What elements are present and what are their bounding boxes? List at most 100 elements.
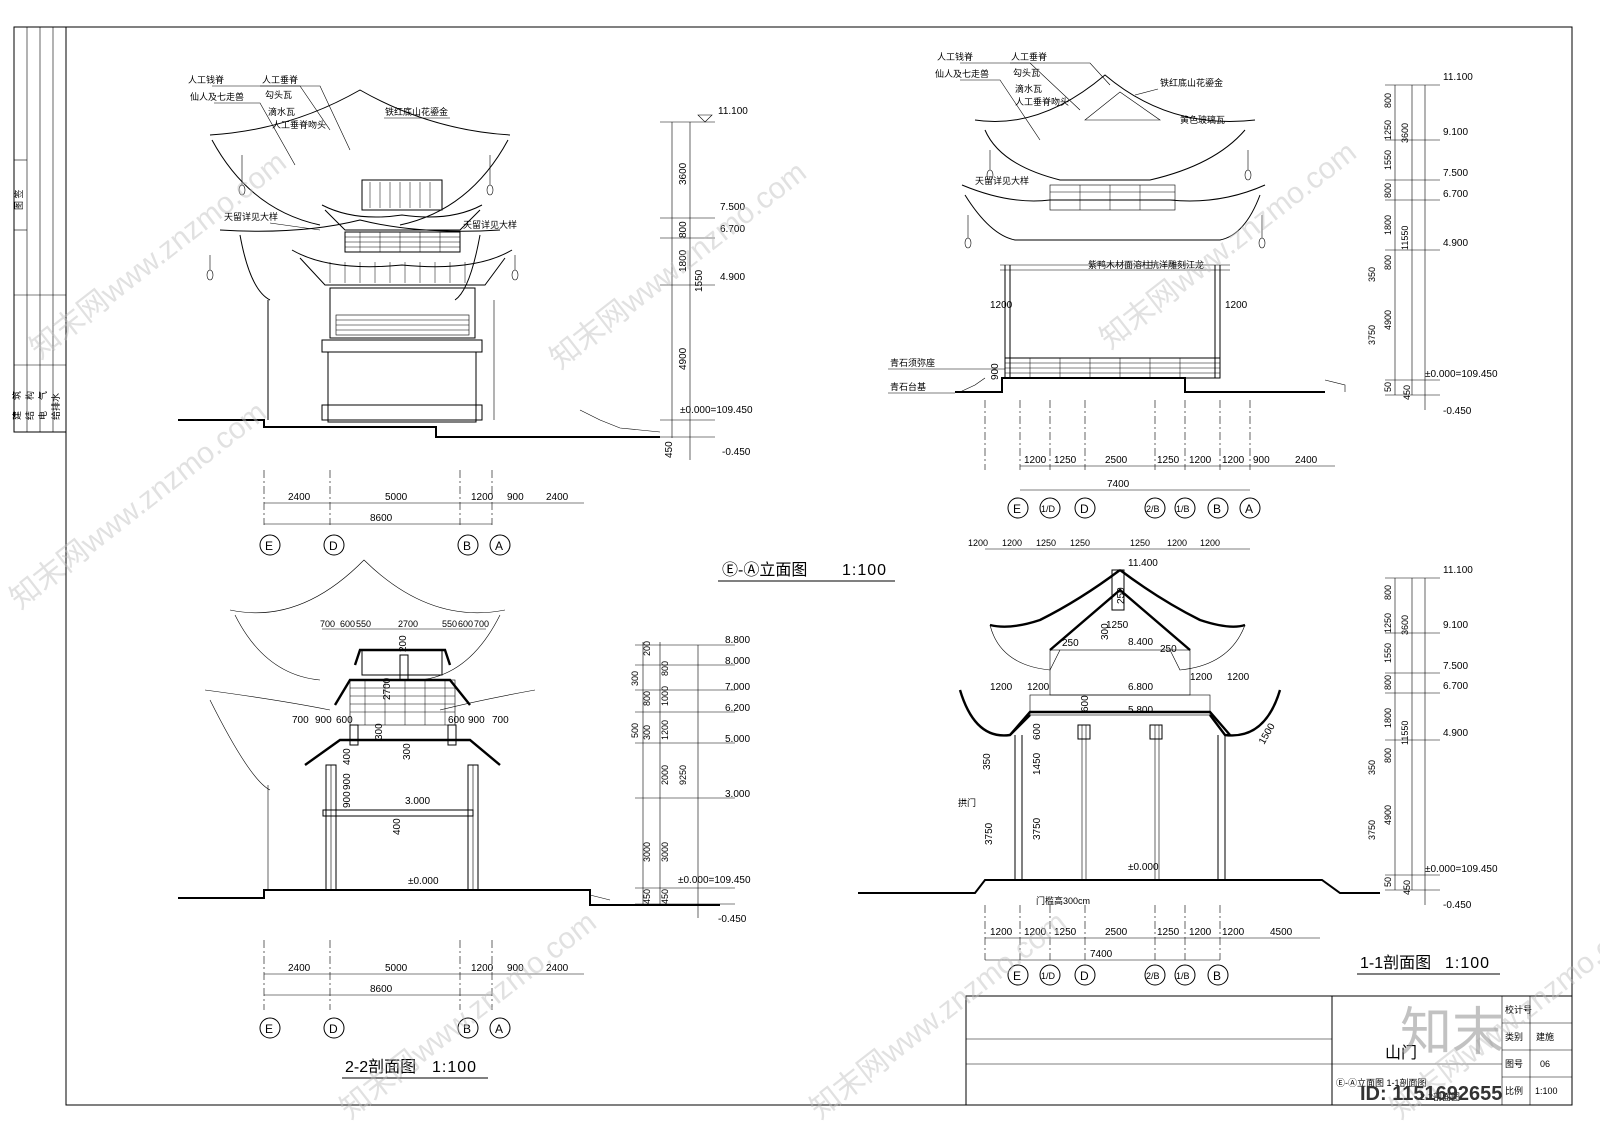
v1-axes: E D B A — [259, 534, 511, 556]
v2-dim-7: 900 — [1253, 455, 1270, 466]
dim-1: 2400 — [288, 492, 311, 503]
v4-inner-labels: 11.400 8.400 6.800 5.800 ±0.000 250 300 … — [958, 558, 1278, 906]
v2-total: 7400 — [1107, 479, 1130, 490]
v2-ann-4: 勾头瓦 — [1013, 67, 1040, 78]
view-title-1: Ⓔ-Ⓐ立面图 — [722, 561, 807, 579]
v3-elev-b: ±0.000 — [408, 876, 439, 887]
v3-elev-3: 7.000 — [725, 682, 750, 693]
watermark-id: ID: 1151692655 — [1360, 1083, 1502, 1105]
v2-ann-9: 天留详见大样 — [975, 175, 1029, 186]
v4-axis-3: D — [1080, 969, 1089, 983]
v3-axis-d: D — [329, 1022, 338, 1036]
v4-ie-5: ±0.000 — [1128, 862, 1159, 873]
v4-id-5: 1200 — [990, 682, 1013, 693]
elev-3: 6.700 — [720, 224, 745, 235]
v3-dim-3: 1200 — [471, 963, 494, 974]
v4-elev-6: ±0.000=109.450 — [1425, 864, 1498, 875]
v2-vdim-12: 50 — [1383, 382, 1393, 392]
tb-row-3: 图号 — [1505, 1059, 1523, 1069]
elev-1: 11.100 — [718, 106, 748, 117]
watermark-4: 知末网www.znzmo.com — [4, 396, 273, 616]
v2-axis-1: E — [1013, 502, 1021, 516]
v3-vdim-3: 800 — [660, 661, 670, 676]
v3-elev-5: 5.000 — [725, 734, 750, 745]
v4-total: 7400 — [1090, 949, 1113, 960]
v4-vdim-12: 50 — [1383, 877, 1393, 887]
v3-vdim-1: 200 — [642, 641, 652, 656]
v4-id-6: 1200 — [1027, 682, 1050, 693]
v3-dims: 2400 5000 1200 900 2400 8600 — [264, 963, 584, 996]
v2-ann-11: 抗洋雕刻江龙 — [1150, 259, 1204, 270]
ann-1: 人工钱脊 — [188, 74, 224, 85]
v4-axis-2: 1/D — [1041, 971, 1056, 981]
v2-elev-3: 7.500 — [1443, 168, 1468, 179]
v1-elevation-ladder: 11.100 7.500 6.700 4.900 ±0.000=109.450 … — [660, 106, 753, 460]
v3-axis-a: A — [495, 1022, 503, 1036]
v2-ann-1: 人工钱脊 — [937, 51, 973, 62]
view-title-4: 1-1剖面图 — [1360, 954, 1431, 972]
dim-4: 900 — [507, 492, 524, 503]
v2-vdim-1: 800 — [1383, 93, 1393, 108]
v3-axis-b: B — [463, 1022, 471, 1036]
v2-ann-12: 青石须弥座 — [890, 357, 935, 368]
v3-in-8: 400 — [392, 818, 403, 835]
v3-in-4: 300 — [402, 743, 413, 760]
v3-vdim-13: 450 — [642, 889, 652, 904]
v4-ie-4: 5.800 — [1128, 705, 1153, 716]
tb-val-2: 建施 — [1536, 1031, 1554, 1042]
v2-ann-3: 仙人及七走兽 — [935, 68, 989, 79]
v3-vdim-10: 9250 — [678, 765, 688, 785]
v3-elev-4: 6.200 — [725, 703, 750, 714]
v4-vdim-2: 1250 — [1383, 613, 1393, 633]
v2-ann-7: 铁红底山花鎏金 — [1160, 77, 1223, 88]
watermark-1: 知末网www.znzmo.com — [24, 146, 293, 366]
v2-vdim-8: 350 — [1367, 267, 1377, 282]
sidebar-sub-1: 筑 — [11, 391, 22, 400]
v3-top-5: 550 — [442, 619, 457, 629]
v3-elevation-ladder: 8.800 8.000 7.000 6.200 5.000 3.000 ±0.0… — [630, 635, 751, 925]
ann-8: 天留详见大样 — [224, 211, 278, 222]
v4-id-8: 1200 — [1227, 672, 1250, 683]
vdim-3: 1800 — [678, 249, 689, 272]
elev-2: 7.500 — [720, 202, 745, 213]
dim-5: 2400 — [546, 492, 569, 503]
v4-vdim-8: 350 — [1367, 760, 1377, 775]
v4-vdim-10: 3750 — [1367, 820, 1377, 840]
axis-e: E — [265, 539, 273, 553]
view-elevation-e-a: 2400 5000 1200 900 2400 8600 E D B A 人工钱… — [178, 74, 895, 582]
v2-ann-8: 黄色玻璃瓦 — [1180, 114, 1225, 125]
v3-dim-1: 2400 — [288, 963, 311, 974]
ann-7: 铁红底山花鎏金 — [385, 106, 448, 117]
axis-d: D — [329, 539, 338, 553]
v3-vdim-8: 1200 — [660, 720, 670, 740]
v4-top-dims: 1200 1200 1250 1250 1250 1200 1200 — [968, 538, 1250, 550]
v4-ie-2: 8.400 — [1128, 637, 1153, 648]
v3-title: 2-2剖面图 1:100 — [342, 1058, 488, 1079]
view-section-1-1: 11.400 8.400 6.800 5.800 ±0.000 250 300 … — [858, 538, 1500, 986]
v2-side-3: 900 — [990, 363, 1001, 380]
v4-vdim-5: 800 — [1383, 675, 1393, 690]
v2-elev-2: 9.100 — [1443, 127, 1468, 138]
v4-dim-8: 4500 — [1270, 927, 1293, 938]
watermark-6: 知末网www.znzmo.com — [804, 906, 1073, 1126]
v2-elev-5: 4.900 — [1443, 238, 1468, 249]
v3-in-2: 2700 — [382, 677, 393, 700]
v4-dim-3: 1250 — [1054, 927, 1077, 938]
v4-dim-6: 1200 — [1189, 927, 1212, 938]
view-scale-4: 1:100 — [1445, 955, 1490, 972]
v4-axis-1: E — [1013, 969, 1021, 983]
v4-top-2: 1200 — [1002, 538, 1022, 548]
v2-ann-10: 紫鸭木材面溶柱 — [1088, 259, 1151, 270]
v3-elev-7: ±0.000=109.450 — [678, 875, 751, 886]
v2-axis-5: 1/B — [1176, 504, 1190, 514]
v4-elev-1: 11.100 — [1443, 565, 1473, 576]
sidebar-top-label: 图 签 — [13, 189, 24, 210]
v3-vdim-7: 300 — [642, 725, 652, 740]
v2-dim-6: 1200 — [1222, 455, 1245, 466]
v2-axes: E 1/D D 2/B 1/B B A — [1007, 497, 1261, 519]
v2-vdim-3: 3600 — [1400, 123, 1410, 143]
watermark-brand: 知末 — [1400, 1004, 1504, 1062]
v3-total: 8600 — [370, 984, 393, 995]
v4-elev-2: 9.100 — [1443, 620, 1468, 631]
watermark-layer: 知末网www.znzmo.com 知末网www.znzmo.com 知末网www… — [4, 136, 1600, 1126]
